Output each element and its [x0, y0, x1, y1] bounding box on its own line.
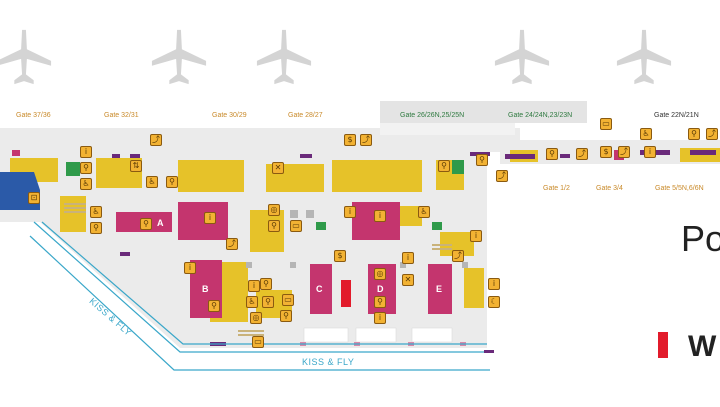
toilet-icon[interactable]: ⚲	[688, 128, 700, 140]
toilet-icon[interactable]: ⚲	[140, 218, 152, 230]
luggage-icon[interactable]: ▭	[252, 336, 264, 348]
restaurant-icon[interactable]: ✕	[272, 162, 284, 174]
escalator-icon[interactable]: ⤴	[226, 238, 238, 250]
gate-label: Gate 30/29	[212, 112, 247, 119]
wheelchair-icon[interactable]: ♿	[246, 296, 258, 308]
toilet-icon[interactable]: ⚲	[208, 300, 220, 312]
zone-label: C	[316, 284, 323, 294]
bottom-gates	[303, 327, 453, 343]
information-icon[interactable]: i	[80, 146, 92, 158]
information-icon[interactable]: i	[374, 312, 386, 324]
wheelchair-icon[interactable]: ♿	[640, 128, 652, 140]
stairs	[64, 203, 452, 336]
gate-label: Gate 37/36	[16, 112, 51, 119]
wheelchair-icon[interactable]: ♿	[90, 206, 102, 218]
information-icon[interactable]: i	[488, 278, 500, 290]
gate-label: Gate 24/24N,23/23N	[508, 112, 573, 119]
legend-title: Po	[681, 218, 720, 259]
atm-icon[interactable]: $	[334, 250, 346, 262]
toilet-icon[interactable]: ⚲	[546, 148, 558, 160]
zone-label: D	[377, 284, 384, 294]
information-icon[interactable]: i	[204, 212, 216, 224]
restaurant-icon[interactable]: ✕	[402, 274, 414, 286]
wheelchair-icon[interactable]: ♿	[418, 206, 430, 218]
airplane-icon	[0, 29, 52, 85]
toilet-icon[interactable]: ⚲	[280, 310, 292, 322]
blue-zone	[0, 172, 40, 210]
atm-icon[interactable]: $	[344, 134, 356, 146]
main-terminal	[0, 152, 487, 348]
wheelchair-icon[interactable]: ♿	[146, 176, 158, 188]
gate-26-24-block	[380, 101, 587, 123]
kiss-fly-lanes	[29, 221, 492, 371]
zone-label: B	[202, 284, 209, 294]
gate-label: Gate 3/4	[596, 185, 623, 192]
escalator-icon[interactable]: ⤴	[618, 146, 630, 158]
magenta-zones	[12, 150, 624, 318]
toilet-icon[interactable]: ⚲	[438, 160, 450, 172]
highlight-marker	[341, 280, 351, 307]
escalator-icon[interactable]: ⤴	[576, 148, 588, 160]
legend-marker	[658, 332, 668, 358]
airplane-icons	[0, 29, 672, 85]
luggage-icon[interactable]: ▭	[290, 220, 302, 232]
toilet-icon[interactable]: ⚲	[80, 162, 92, 174]
gate-label: Gate 32/31	[104, 112, 139, 119]
gate-label: Gate 5/5N,6/6N	[655, 185, 704, 192]
kiss-fly-label: KISS & FLY	[302, 357, 355, 367]
zone-label: E	[436, 284, 443, 294]
green-zones	[66, 160, 464, 230]
information-icon[interactable]: i	[184, 262, 196, 274]
atm-icon[interactable]: $	[600, 146, 612, 158]
toilet-icon[interactable]: ⚲	[374, 296, 386, 308]
gate-label: Gate 28/27	[288, 112, 323, 119]
information-icon[interactable]: i	[248, 280, 260, 292]
information-icon[interactable]: i	[374, 210, 386, 222]
luggage-icon[interactable]: ▭	[282, 294, 294, 306]
baby-care-icon[interactable]: ◎	[374, 268, 386, 280]
elevator-icon[interactable]: ⇅	[130, 160, 142, 172]
yellow-zones	[10, 148, 720, 322]
airplane-icon	[616, 29, 672, 85]
escalator-icon[interactable]: ⤴	[496, 170, 508, 182]
toilet-icon[interactable]: ⚲	[268, 220, 280, 232]
toilet-icon[interactable]: ⚲	[262, 296, 274, 308]
gate-label: Gate 26/26N,25/25N	[400, 112, 465, 119]
columns	[246, 210, 468, 268]
toilet-icon[interactable]: ⚲	[166, 176, 178, 188]
information-icon[interactable]: i	[470, 230, 482, 242]
toilet-icon[interactable]: ⚲	[260, 278, 272, 290]
information-icon[interactable]: i	[644, 146, 656, 158]
information-icon[interactable]: i	[344, 206, 356, 218]
gate-label: Gate 22N/21N	[654, 112, 699, 119]
shop-icon[interactable]: ⊡	[28, 192, 40, 204]
escalator-icon[interactable]: ⤴	[706, 128, 718, 140]
toilet-icon[interactable]: ⚲	[90, 222, 102, 234]
zone-label: A	[157, 218, 164, 228]
gate-label: Gate 1/2	[543, 185, 570, 192]
legend-item: W	[688, 330, 717, 363]
baby-care-icon[interactable]: ◎	[268, 204, 280, 216]
information-icon[interactable]: i	[402, 252, 414, 264]
prayer-room-icon[interactable]: ☾	[488, 296, 500, 308]
baby-care-icon[interactable]: ◎	[250, 312, 262, 324]
airplane-icon	[256, 29, 312, 85]
toilet-icon[interactable]: ⚲	[476, 154, 488, 166]
wheelchair-icon[interactable]: ♿	[80, 178, 92, 190]
escalator-icon[interactable]: ⤴	[452, 250, 464, 262]
airplane-icon	[494, 29, 550, 85]
luggage-icon[interactable]: ▭	[600, 118, 612, 130]
airplane-icon	[151, 29, 207, 85]
escalator-icon[interactable]: ⤴	[150, 134, 162, 146]
escalator-icon[interactable]: ⤴	[360, 134, 372, 146]
